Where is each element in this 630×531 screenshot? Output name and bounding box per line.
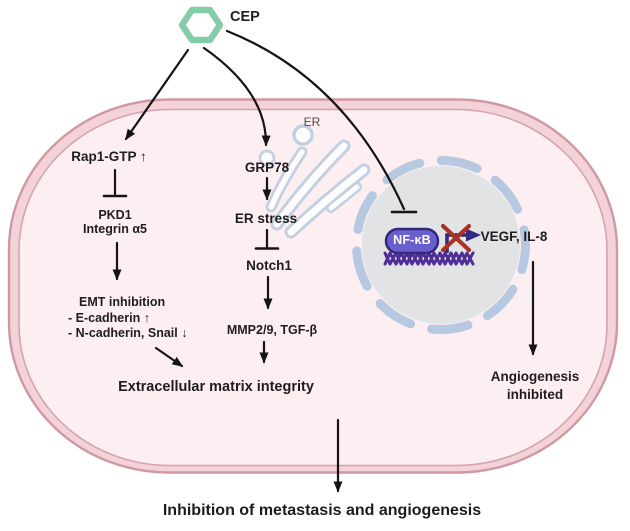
nfkb-pill (384, 227, 440, 255)
emt-inhibition-block: EMT inhibition - E-cadherin ↑ - N-cadher… (68, 295, 187, 342)
grp78-label: GRP78 (244, 160, 290, 175)
cep-label: CEP (230, 9, 260, 25)
integrin-label: Integrin α5 (83, 222, 147, 237)
ecm-integrity-label: Extracellular matrix integrity (118, 379, 314, 395)
angiogenesis-inhibited-label: Angiogenesis inhibited (490, 369, 580, 402)
pkd1-label: PKD1 (98, 208, 132, 222)
nfkb-label: NF-κB (393, 233, 431, 247)
er-label: ER (303, 115, 321, 129)
inhibit-rap1-to-pkd1 (102, 168, 128, 198)
inhibit-cep-to-nucleus (225, 29, 418, 214)
inhibit-erstress-to-notch1 (254, 228, 280, 250)
emt-title: EMT inhibition (79, 295, 166, 309)
er-stress-label: ER stress (234, 211, 298, 226)
mmp-tgf-label: MMP2/9, TGF-β (226, 323, 318, 337)
cep-hexagon-icon (178, 6, 224, 44)
vegf-il8-label: VEGF, IL-8 (480, 229, 548, 244)
emt-item-ecadherin: - E-cadherin ↑ (68, 310, 150, 325)
emt-item-ncadherin: - N-cadherin, Snail ↓ (68, 326, 188, 340)
rap1-gtp-label: Rap1-GTP ↑ (71, 149, 147, 164)
final-outcome-label: Inhibition of metastasis and angiogenesi… (162, 502, 482, 519)
blocked-x-icon (440, 223, 472, 253)
pkd1-integrin-label: PKD1 Integrin α5 (83, 208, 147, 237)
notch1-label: Notch1 (246, 258, 292, 273)
arrow-cep-to-rap1 (124, 48, 190, 141)
er-organelle-icon (258, 124, 371, 239)
arrow-cep-to-grp78 (202, 46, 271, 147)
arrow-emt-to-ecm (154, 346, 184, 368)
